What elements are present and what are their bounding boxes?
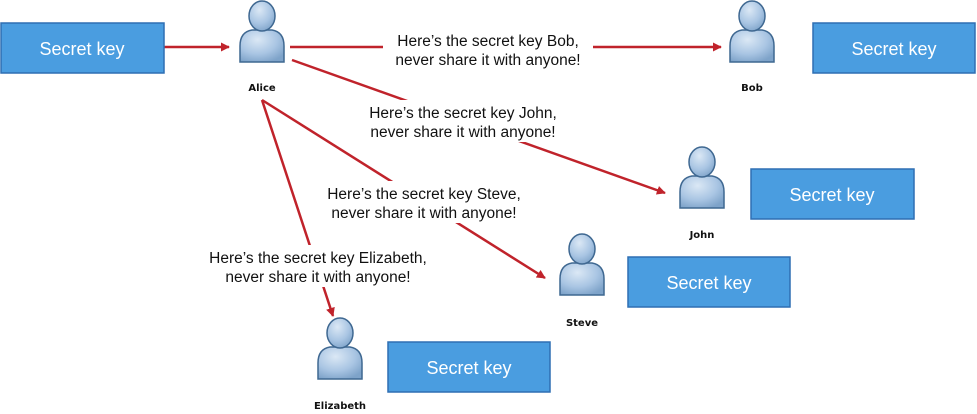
- person-label-bob: Bob: [741, 83, 763, 94]
- person-steve: Steve: [559, 233, 605, 329]
- secret-key-label: Secret key: [39, 39, 124, 59]
- user-icon: [317, 317, 363, 380]
- message-elizabeth-line2: never share it with anyone!: [225, 269, 410, 286]
- user-icon: [679, 146, 725, 209]
- secret-key-label: Secret key: [789, 185, 874, 205]
- person-alice: Alice: [239, 0, 285, 94]
- person-bob: Bob: [729, 0, 775, 94]
- message-john-line2: never share it with anyone!: [370, 124, 555, 141]
- message-steve-line1: Here’s the secret key Steve,: [327, 186, 521, 203]
- secret-key-label: Secret key: [851, 39, 936, 59]
- secret-key-box-steve: Secret key: [627, 256, 791, 308]
- person-john: John: [679, 146, 725, 241]
- person-label-steve: Steve: [566, 318, 598, 329]
- secret-key-box-john: Secret key: [750, 168, 915, 220]
- user-icon: [559, 233, 605, 296]
- message-elizabeth: Here’s the secret key Elizabeth, never s…: [200, 245, 436, 287]
- message-bob-line2: never share it with anyone!: [395, 52, 580, 69]
- message-steve-line2: never share it with anyone!: [331, 205, 516, 222]
- message-bob: Here’s the secret key Bob, never share i…: [383, 29, 593, 69]
- secret-key-label: Secret key: [666, 273, 751, 293]
- secret-key-box-alice: Secret key: [0, 22, 165, 74]
- message-steve: Here’s the secret key Steve, never share…: [318, 181, 530, 223]
- person-elizabeth: Elizabeth: [314, 317, 366, 412]
- message-john-line1: Here’s the secret key John,: [369, 105, 557, 122]
- message-john: Here’s the secret key John, never share …: [358, 100, 568, 142]
- message-elizabeth-line1: Here’s the secret key Elizabeth,: [209, 250, 427, 267]
- person-label-alice: Alice: [248, 83, 276, 94]
- person-label-john: John: [689, 230, 715, 241]
- secret-key-box-bob: Secret key: [812, 22, 976, 74]
- user-icon: [239, 0, 285, 63]
- user-icon: [729, 0, 775, 63]
- secret-key-box-elizabeth: Secret key: [387, 341, 551, 393]
- person-label-elizabeth: Elizabeth: [314, 401, 366, 412]
- secret-key-label: Secret key: [426, 358, 511, 378]
- message-bob-line1: Here’s the secret key Bob,: [397, 33, 579, 50]
